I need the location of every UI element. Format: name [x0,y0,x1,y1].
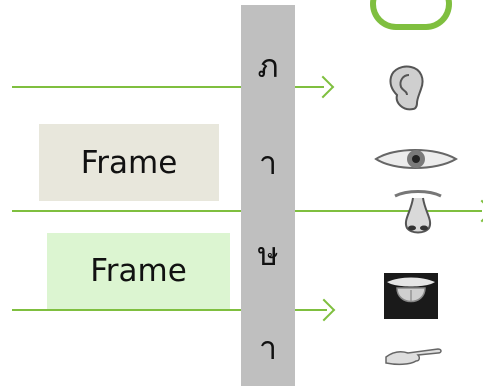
thai-word-column: ภ า ษ า [241,5,295,386]
hand-icon [385,348,442,366]
thai-char-2: า [259,144,277,182]
thai-char-3: ษ [257,235,279,273]
tongue-icon [384,273,438,319]
arrow-head-middle [470,199,483,223]
thai-char-1: ภ [257,47,279,85]
decorative-arc [370,0,452,30]
thai-char-4: า [259,329,277,367]
frame-box-2: Frame [47,233,230,309]
connector-line-top [12,86,324,88]
arrow-head-top [311,75,335,99]
frame-box-1: Frame [39,124,219,201]
arrow-head-bottom [312,298,336,322]
frame-label-1: Frame [80,144,178,181]
connector-line-bottom [12,309,327,311]
eye-icon [374,149,458,169]
nose-icon [394,190,442,234]
ear-icon [389,65,424,111]
frame-label-2: Frame [90,253,187,289]
